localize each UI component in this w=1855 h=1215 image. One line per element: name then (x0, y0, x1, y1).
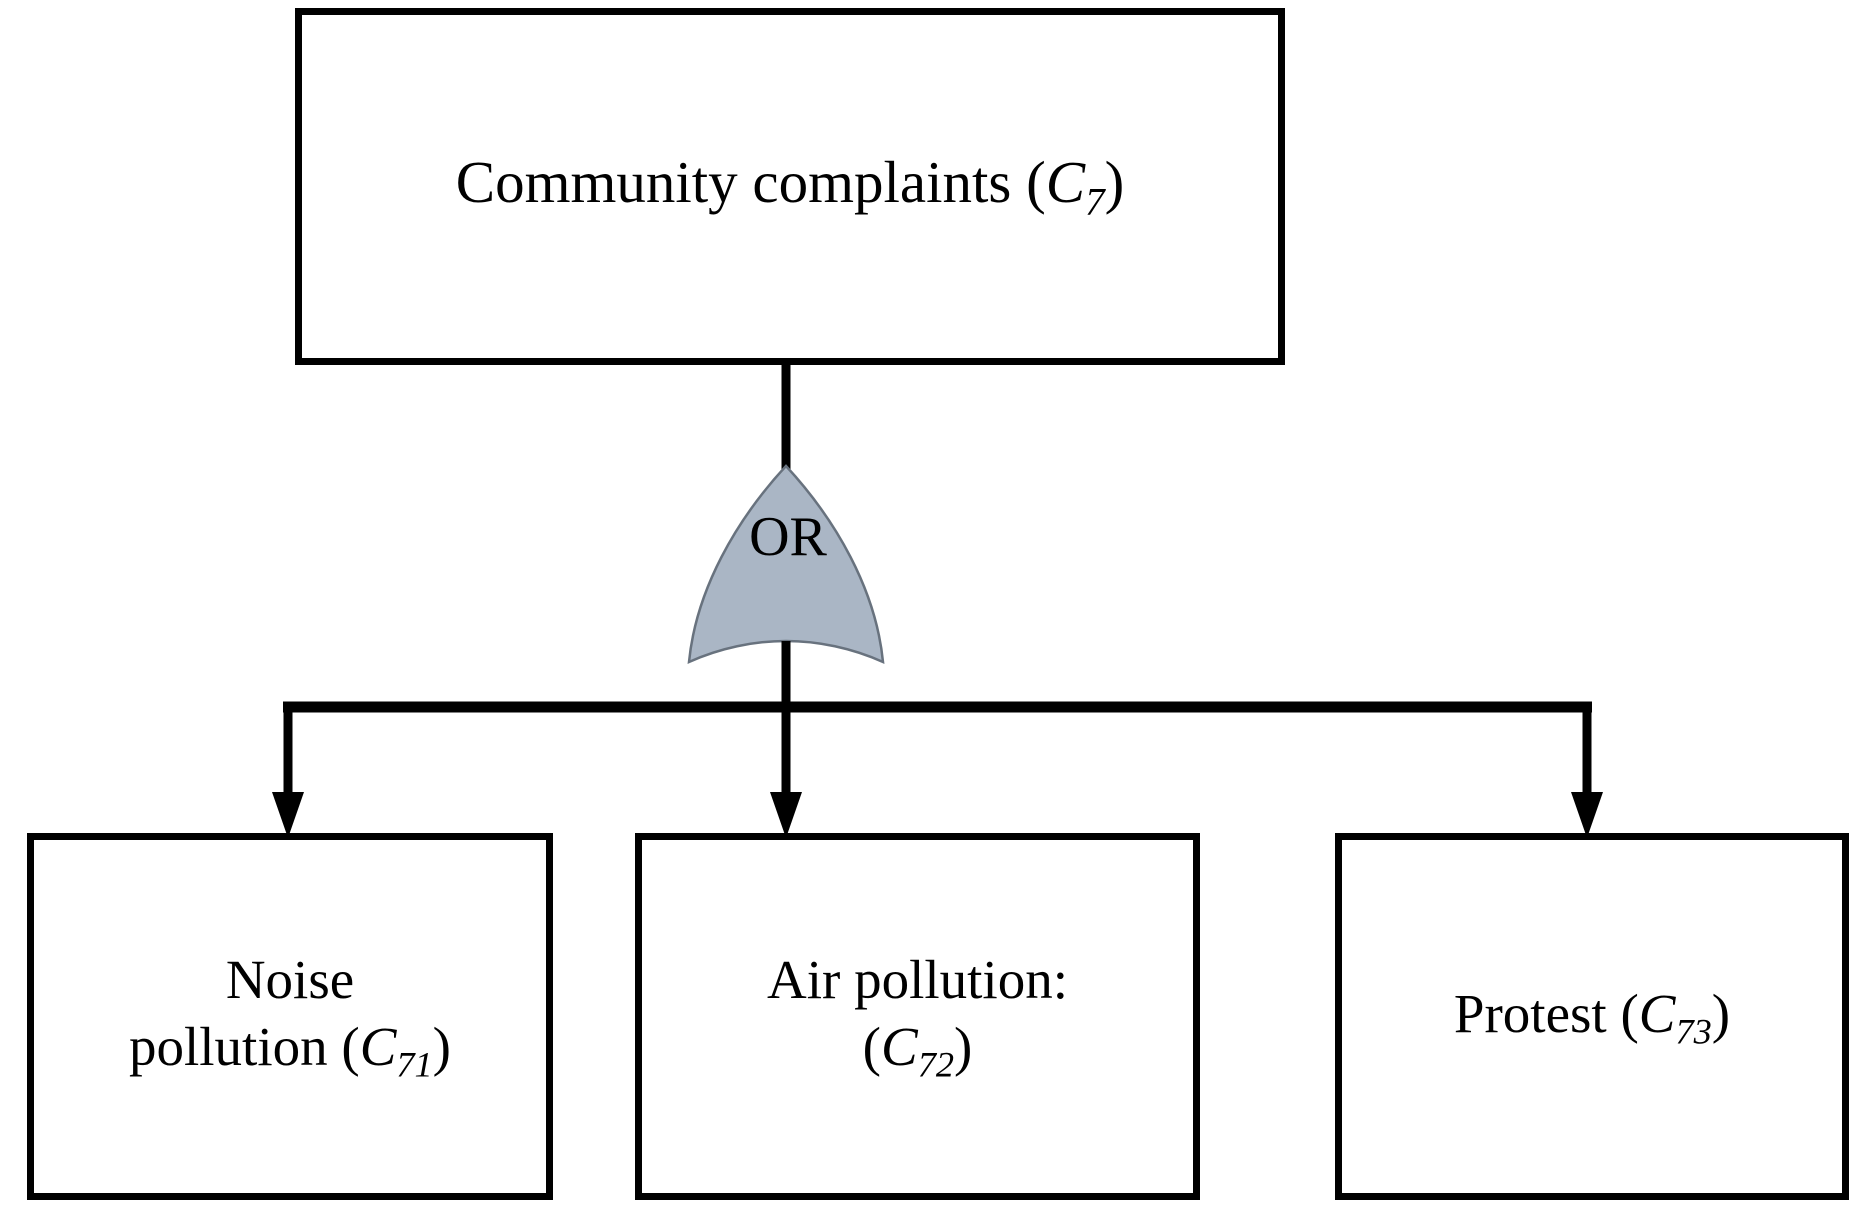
basic-event-code-subscript-air: 72 (917, 1044, 954, 1085)
basic-event-code-prefix-protest: C (1638, 982, 1676, 1044)
basic-event-line1-air: Air pollution: (767, 949, 1068, 1010)
top-event-box[interactable]: Community complaints (C7) (295, 8, 1285, 365)
basic-event-line1-noise: Noise (225, 949, 355, 1010)
basic-event-label-air-pollution: Air pollution:(C72) (767, 949, 1068, 1085)
top-event-code-prefix: C (1045, 149, 1086, 216)
basic-event-code-prefix-noise: C (359, 1016, 397, 1078)
basic-event-code-subscript-protest: 73 (1675, 1011, 1712, 1052)
basic-event-label-protest: Protest (C73) (1453, 982, 1731, 1052)
basic-event-box-air-pollution[interactable]: Air pollution:(C72) (635, 833, 1200, 1200)
basic-event-code-subscript-noise: 71 (396, 1044, 433, 1085)
basic-event-line2-noise: pollution (128, 1016, 328, 1078)
arrowhead-right (1571, 792, 1603, 838)
basic-event-box-protest[interactable]: Protest (C73) (1335, 833, 1849, 1200)
top-event-text: Community complaints (455, 149, 1012, 216)
arrowhead-left (272, 792, 304, 838)
basic-event-line1-protest: Protest (1453, 982, 1607, 1044)
top-event-label: Community complaints (C7) (455, 149, 1125, 224)
top-event-code-subscript: 7 (1085, 180, 1105, 224)
or-gate-shape (687, 464, 885, 665)
arrowhead-middle (770, 792, 802, 838)
basic-event-code-prefix-air: C (881, 1016, 918, 1078)
